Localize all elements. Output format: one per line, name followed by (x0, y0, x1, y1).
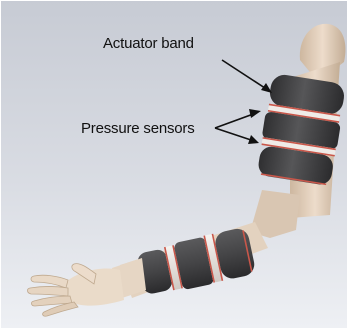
actuator-band-label: Actuator band (103, 35, 194, 52)
pressure-sensors-label: Pressure sensors (81, 120, 195, 137)
